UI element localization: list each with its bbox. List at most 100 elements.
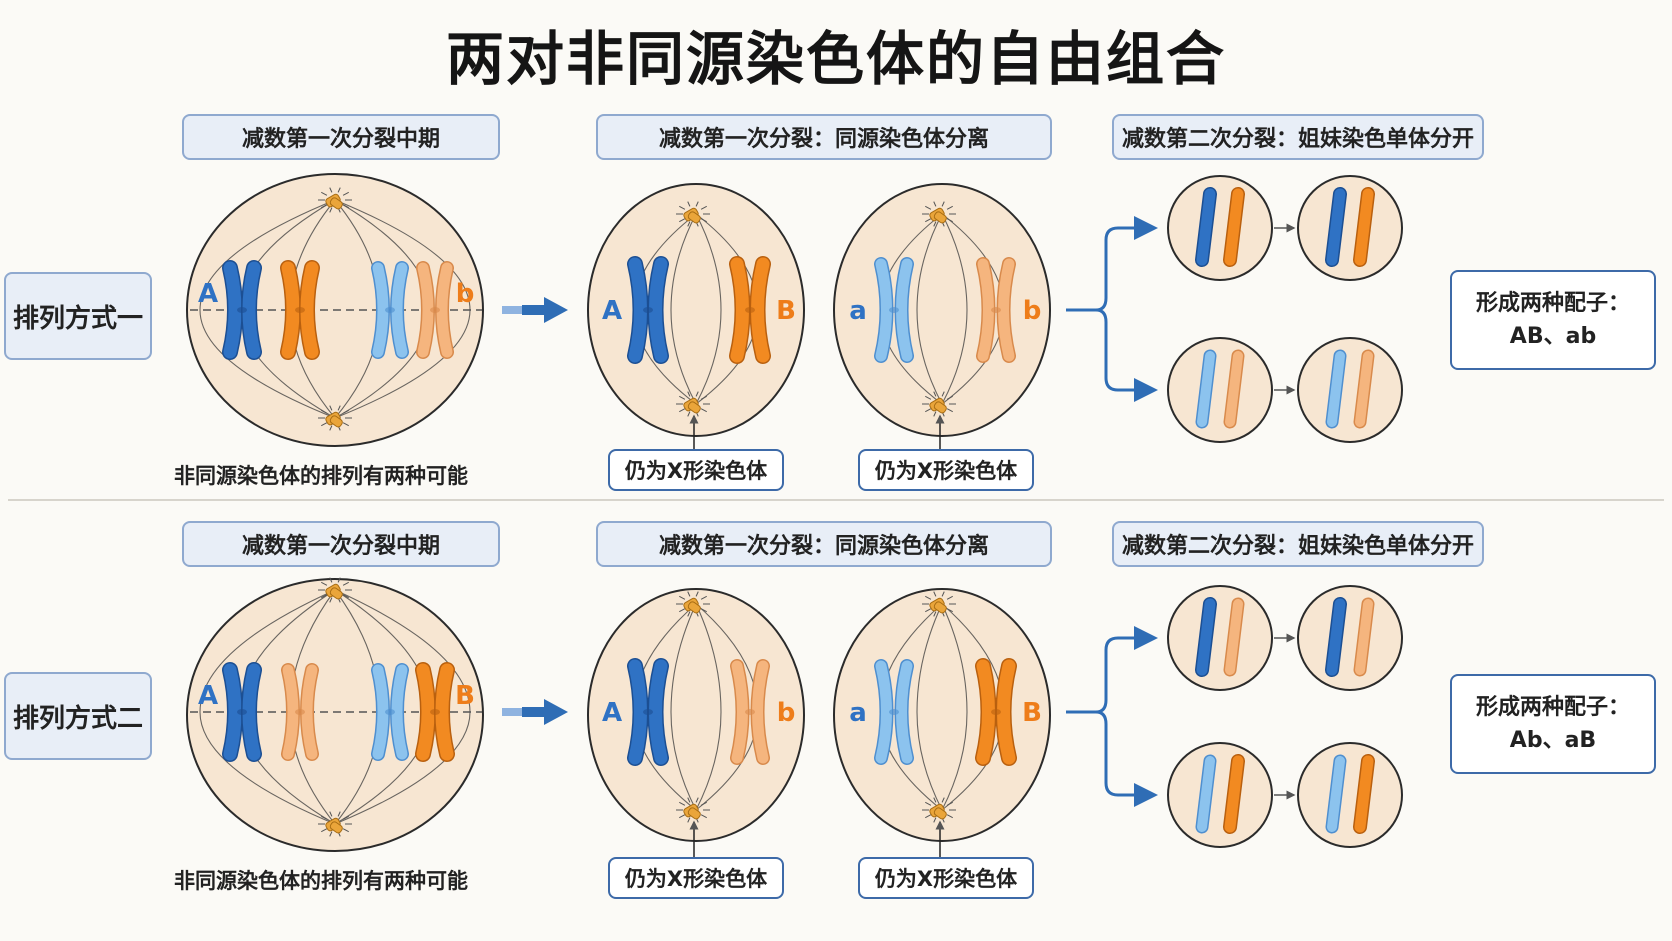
- aster-ray: [679, 408, 686, 413]
- centrosome-bottom: [318, 405, 352, 431]
- chromosome-metaphase: [371, 663, 409, 761]
- note-left-row2: 仍为X形染色体: [608, 857, 784, 899]
- chromosome-daughter: [627, 658, 669, 766]
- centriole: [933, 807, 947, 820]
- centrosome-bottom: [676, 391, 710, 417]
- aster-ray: [946, 814, 953, 819]
- chromatid: [281, 261, 300, 359]
- cell-membrane: [587, 588, 805, 842]
- gamete-top-left-row1: [1167, 175, 1273, 281]
- aster-ray: [337, 577, 341, 583]
- aster-ray: [679, 801, 686, 806]
- gamete-membrane: [1167, 585, 1273, 691]
- centrosome-top: [676, 201, 710, 227]
- centromere: [745, 307, 755, 313]
- daughter-cell-right-row1: [833, 183, 1051, 437]
- aster-ray: [687, 391, 691, 397]
- centrosome-bottom: [922, 391, 956, 417]
- gamete-membrane: [1167, 742, 1273, 848]
- aster-ray: [700, 608, 707, 613]
- gamete-chromosome: [1197, 351, 1215, 427]
- aster-ray: [925, 395, 932, 400]
- aster-ray: [933, 391, 937, 397]
- spindle-fiber: [916, 213, 943, 311]
- chromatid: [372, 664, 389, 760]
- chromatid: [435, 663, 454, 761]
- aster-ray: [329, 187, 333, 193]
- aster-ray: [342, 204, 349, 209]
- gamete-chromosome: [1354, 755, 1374, 833]
- spindle-fiber: [199, 309, 336, 419]
- gamete-chromosome: [1225, 351, 1243, 427]
- spindle-fiber: [334, 199, 471, 311]
- aster-ray: [687, 201, 691, 207]
- chromatid: [896, 258, 913, 362]
- chromosome-daughter: [975, 658, 1017, 766]
- chromatid: [223, 261, 242, 359]
- centromere: [889, 307, 899, 313]
- daughter-cell-left-row2: [587, 588, 805, 842]
- aster-ray: [933, 797, 937, 803]
- centriole: [687, 401, 701, 414]
- aster-ray: [687, 817, 691, 823]
- chromatid: [875, 258, 892, 362]
- gamete-membrane: [1297, 585, 1403, 691]
- spindle-fiber: [916, 603, 943, 713]
- spindle-fiber: [695, 603, 722, 713]
- aster-ray: [687, 221, 691, 227]
- chromosome-daughter: [976, 257, 1016, 363]
- spindle-fiber: [199, 711, 336, 825]
- gamete-membrane: [1297, 337, 1403, 443]
- gamete-chromosome: [1327, 351, 1345, 427]
- aster-ray: [321, 422, 328, 427]
- spindle-fiber: [334, 309, 471, 419]
- chromatid: [896, 660, 913, 764]
- stage-label-anaphase1-row2: 减数第一次分裂：同源染色体分离: [596, 521, 1052, 567]
- aster-ray: [925, 408, 932, 413]
- aster-ray: [700, 595, 707, 600]
- spindle-fiber: [670, 213, 697, 311]
- aster-ray: [687, 411, 691, 417]
- aster-ray: [925, 218, 932, 223]
- aster-ray: [342, 828, 349, 833]
- cell-membrane: [186, 578, 484, 852]
- spindle-fiber: [199, 589, 336, 713]
- spindle-fiber: [334, 711, 471, 825]
- aster-ray: [342, 191, 349, 196]
- chromatid: [649, 659, 668, 765]
- centromere: [745, 709, 755, 715]
- chromatid: [875, 660, 892, 764]
- aster-ray: [687, 611, 691, 617]
- chromatid: [391, 664, 408, 760]
- metaphase-cell-row2: [186, 577, 484, 852]
- aster-ray: [925, 595, 932, 600]
- branch-arrow-bottom: [1095, 308, 1158, 402]
- centriole: [687, 211, 701, 224]
- aster-ray: [933, 221, 937, 227]
- chromosome-metaphase: [416, 261, 454, 359]
- chromatid: [242, 663, 261, 761]
- gene-label-metaphase-left: A: [198, 681, 218, 711]
- aster-ray: [925, 801, 932, 806]
- centromere: [385, 709, 395, 715]
- gamete-chromosome: [1326, 598, 1346, 676]
- result-line1-row2: 形成两种配子：: [1475, 695, 1630, 720]
- chromatid: [976, 659, 995, 765]
- centrosome-top: [318, 577, 352, 603]
- gene-label-daughter-right: b: [777, 698, 796, 728]
- result-line2-row2: Ab、aB: [1509, 728, 1597, 753]
- spindle-fiber: [941, 213, 968, 311]
- spindle-fiber: [941, 603, 968, 713]
- aster-ray: [342, 409, 349, 414]
- note-left-row1: 仍为X形染色体: [608, 449, 784, 491]
- cell-membrane: [833, 183, 1051, 437]
- centrosome-top: [318, 187, 352, 213]
- aster-ray: [329, 811, 333, 817]
- chromatid: [628, 659, 647, 765]
- gamete-top-right-row1: [1297, 175, 1403, 281]
- gene-label-daughter-left: a: [849, 296, 867, 326]
- centriole: [329, 821, 343, 834]
- aster-ray: [679, 205, 686, 210]
- gamete-membrane: [1297, 175, 1403, 281]
- gamete-bottom-right-row2: [1297, 742, 1403, 848]
